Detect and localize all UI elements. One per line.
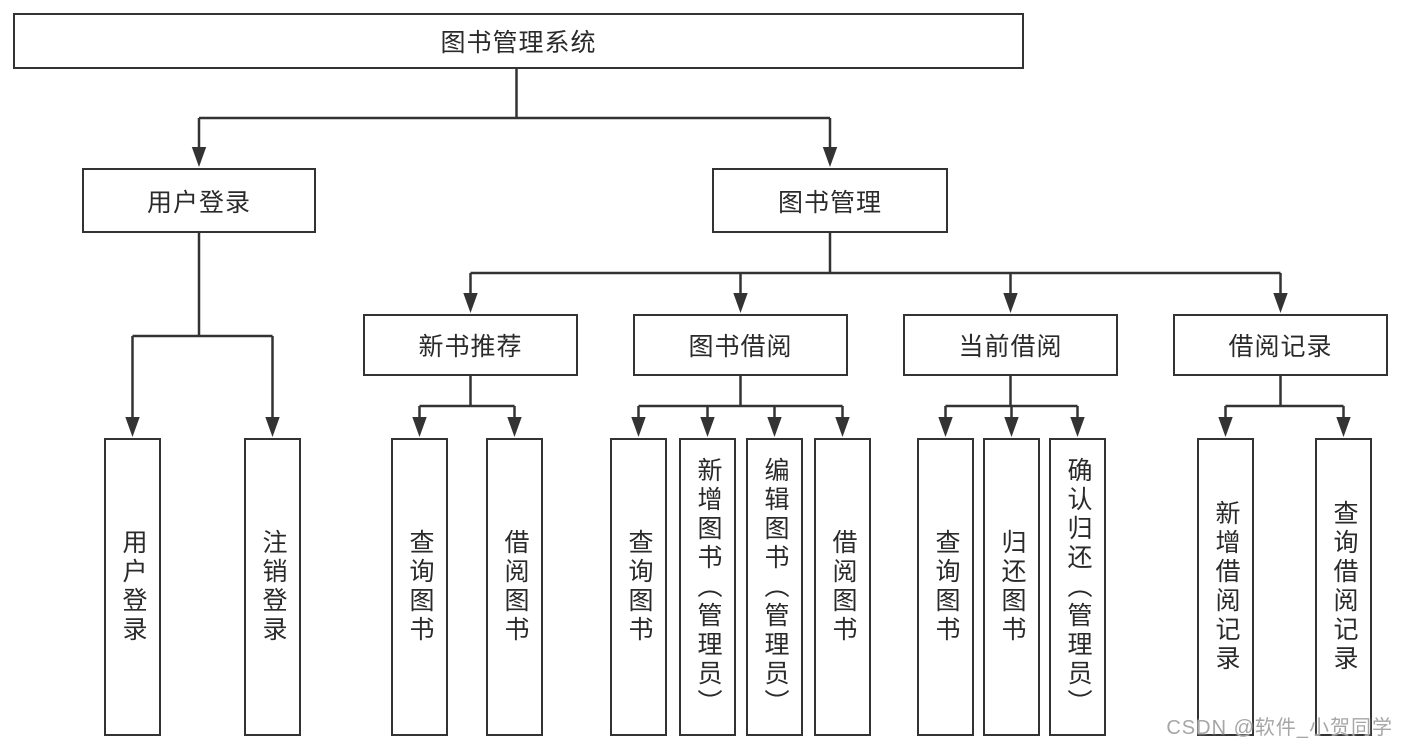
node-leaf-add-borrow-record: 新增借阅记录 <box>1197 438 1254 736</box>
node-leaf-confirm-return-admin: 确认归还（管理员） <box>1049 438 1106 736</box>
node-borrow-records: 借阅记录 <box>1173 314 1388 376</box>
node-label: 新增图书（管理员） <box>694 456 722 718</box>
node-book-management: 图书管理 <box>712 168 948 233</box>
node-label: 查询图书 <box>932 529 960 645</box>
node-label: 查询借阅记录 <box>1330 500 1358 674</box>
node-leaf-return-book: 归还图书 <box>983 438 1040 736</box>
node-label: 确认归还（管理员） <box>1064 456 1092 718</box>
node-leaf-borrow-books-2: 借阅图书 <box>814 438 871 736</box>
node-library-management-system: 图书管理系统 <box>13 13 1024 69</box>
node-label: 编辑图书（管理员） <box>761 456 789 718</box>
node-label: 注销登录 <box>259 529 287 645</box>
node-leaf-query-books-3: 查询图书 <box>917 438 974 736</box>
node-label: 查询图书 <box>625 529 653 645</box>
node-new-book-recommend: 新书推荐 <box>363 314 578 376</box>
node-leaf-query-books-1: 查询图书 <box>391 438 448 736</box>
node-label: 新增借阅记录 <box>1212 500 1240 674</box>
node-leaf-borrow-books-1: 借阅图书 <box>486 438 543 736</box>
node-leaf-user-login: 用户登录 <box>104 438 161 736</box>
node-leaf-query-borrow-record: 查询借阅记录 <box>1315 438 1372 736</box>
node-user-login: 用户登录 <box>82 168 316 233</box>
node-label: 用户登录 <box>119 529 147 645</box>
csdn-watermark: CSDN @软件_小贺同学 <box>1166 717 1393 739</box>
node-label: 借阅图书 <box>501 529 529 645</box>
node-book-borrow: 图书借阅 <box>633 314 848 376</box>
node-leaf-add-book-admin: 新增图书（管理员） <box>679 438 736 736</box>
node-label: 借阅图书 <box>829 529 857 645</box>
node-leaf-edit-book-admin: 编辑图书（管理员） <box>746 438 803 736</box>
node-label: 归还图书 <box>998 529 1026 645</box>
node-leaf-query-books-2: 查询图书 <box>610 438 667 736</box>
node-current-borrow: 当前借阅 <box>903 314 1118 376</box>
node-label: 查询图书 <box>406 529 434 645</box>
node-leaf-logout: 注销登录 <box>244 438 301 736</box>
